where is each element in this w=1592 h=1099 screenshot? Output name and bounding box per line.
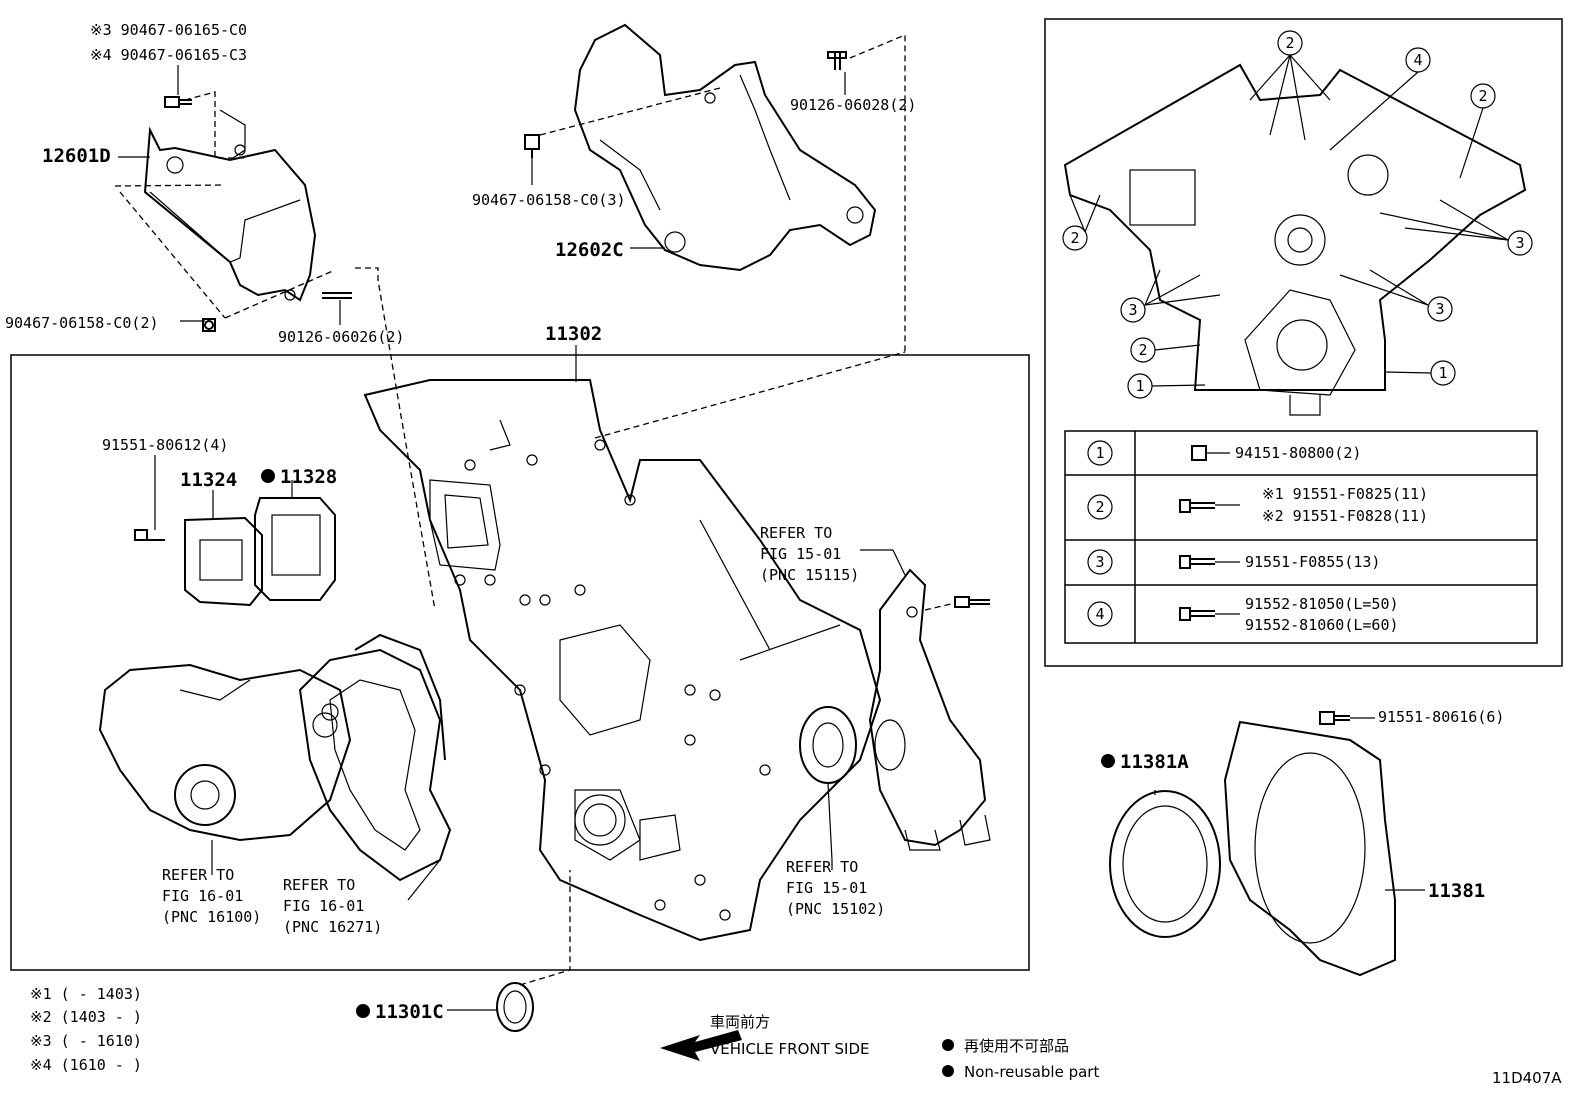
ref-16271-line2: FIG 16-01: [283, 897, 364, 915]
legend-bullet-jp: [942, 1039, 954, 1051]
table-row-2-number: 2: [1095, 498, 1104, 516]
label-11302: 11302: [545, 323, 602, 345]
assembly-lines-top-left: [114, 91, 436, 611]
ref-16271-line1: REFER TO: [283, 876, 355, 894]
callout-3-right: 3: [1515, 234, 1524, 252]
label-11381: 11381: [1428, 880, 1485, 902]
assembly-line-pump: [924, 602, 956, 611]
callout-3-lower-right: 3: [1435, 300, 1444, 318]
ref-15115-line2: FIG 15-01: [760, 545, 841, 563]
table-row-2-part-b: ※2 91551-F0828(11): [1262, 507, 1428, 525]
table-row-1-number: 1: [1095, 444, 1104, 462]
ref-15115-line1: REFER TO: [760, 524, 832, 542]
inset-case-outline: [1063, 63, 1527, 416]
label-12602C: 12602C: [555, 239, 624, 261]
ref-16100-line3: (PNC 16100): [162, 908, 261, 926]
timing-cover-12601D-drawing: [143, 96, 352, 332]
ref-15102-line3: (PNC 15102): [786, 900, 885, 918]
seal-retainer-11381-drawing: [1223, 711, 1396, 977]
non-reusable-mark-11381A: [1101, 754, 1115, 768]
figure-code: 11D407A: [1492, 1069, 1562, 1087]
callout-3-left: 3: [1128, 301, 1137, 319]
label-11301C: 11301C: [375, 1001, 444, 1023]
callout-2-right: 2: [1478, 87, 1487, 105]
callout-2-top: 2: [1285, 34, 1294, 52]
callout-4: 4: [1413, 51, 1422, 69]
label-stud-28: 90126-06028(2): [790, 96, 916, 114]
vehicle-front-label-en: VEHICLE FRONT SIDE: [710, 1040, 870, 1058]
label-bolt-mid: 90467-06158-C0(3): [472, 191, 626, 209]
footnote-2: ※2 (1403 - ): [30, 1008, 142, 1026]
ref-15102-line1: REFER TO: [786, 858, 858, 876]
cover-plate-11324-drawing: [134, 516, 263, 607]
label-12601D: 12601D: [42, 145, 111, 167]
rear-oil-seal-11381A-drawing: [1109, 790, 1221, 938]
bolt-location-inset-frame: [1044, 18, 1563, 667]
water-pump-drawing: [98, 633, 452, 882]
callout-1-left: 1: [1135, 377, 1144, 395]
label-bolt-80612: 91551-80612(4): [102, 436, 228, 454]
callout-1-right: 1: [1438, 364, 1447, 382]
footnote-3: ※3 ( - 1610): [30, 1032, 142, 1050]
legend-bullet-en: [942, 1065, 954, 1077]
label-bolt-note3: ※3 90467-06165-C0: [90, 21, 247, 39]
bolt-table: [1064, 430, 1538, 644]
leader-lines: [118, 65, 1425, 1011]
vehicle-front-label-jp: 車両前方: [710, 1013, 770, 1031]
label-11328: 11328: [280, 466, 337, 488]
table-row-3-part: 91551-F0855(13): [1245, 553, 1380, 571]
label-bolt-80616: 91551-80616(6): [1378, 708, 1504, 726]
callout-2-left: 2: [1070, 229, 1079, 247]
ref-15115-line3: (PNC 15115): [760, 566, 859, 584]
ref-16100-line1: REFER TO: [162, 866, 234, 884]
gasket-11328-drawing: [254, 497, 336, 601]
oil-pump-rotor-drawing: [799, 706, 857, 861]
label-bolt-left: 90467-06158-C0(2): [5, 314, 159, 332]
inset-callouts: 2 4 2 2 3 3 3 2 1 1: [1062, 30, 1533, 399]
label-bolt-note4: ※4 90467-06165-C3: [90, 46, 247, 64]
non-reusable-mark-11328: [261, 469, 275, 483]
table-row-1-part: 94151-80800(2): [1235, 444, 1361, 462]
label-11324: 11324: [180, 469, 237, 491]
table-row-3-number: 3: [1095, 553, 1104, 571]
label-11381A: 11381A: [1120, 751, 1189, 773]
ref-16271-line3: (PNC 16271): [283, 918, 382, 936]
table-row-4-part-a: 91552-81050(L=50): [1245, 595, 1399, 613]
legend-label-en: Non-reusable part: [964, 1063, 1099, 1081]
oil-seal-11301C-drawing: [496, 870, 571, 1032]
callout-2-lower-left: 2: [1138, 341, 1147, 359]
vehicle-front-arrow-icon: [660, 1030, 742, 1061]
non-reusable-mark-11301C: [356, 1004, 370, 1018]
ref-15102-line2: FIG 15-01: [786, 879, 867, 897]
table-row-4-number: 4: [1095, 605, 1104, 623]
oil-pump-body-drawing: [868, 568, 991, 851]
footnote-1: ※1 ( - 1403): [30, 985, 142, 1003]
assembly-lines-top-middle: [539, 34, 906, 439]
label-stud-26: 90126-06026(2): [278, 328, 404, 346]
legend-label-jp: 再使用不可部品: [964, 1037, 1069, 1055]
main-assembly-frame: [10, 354, 1030, 971]
table-row-4-part-b: 91552-81060(L=60): [1245, 616, 1399, 634]
timing-case-11302-drawing: [363, 379, 882, 942]
footnote-4: ※4 (1610 - ): [30, 1056, 142, 1074]
timing-cover-12602C-drawing: [524, 23, 877, 272]
table-row-2-part-a: ※1 91551-F0825(11): [1262, 485, 1428, 503]
ref-16100-line2: FIG 16-01: [162, 887, 243, 905]
